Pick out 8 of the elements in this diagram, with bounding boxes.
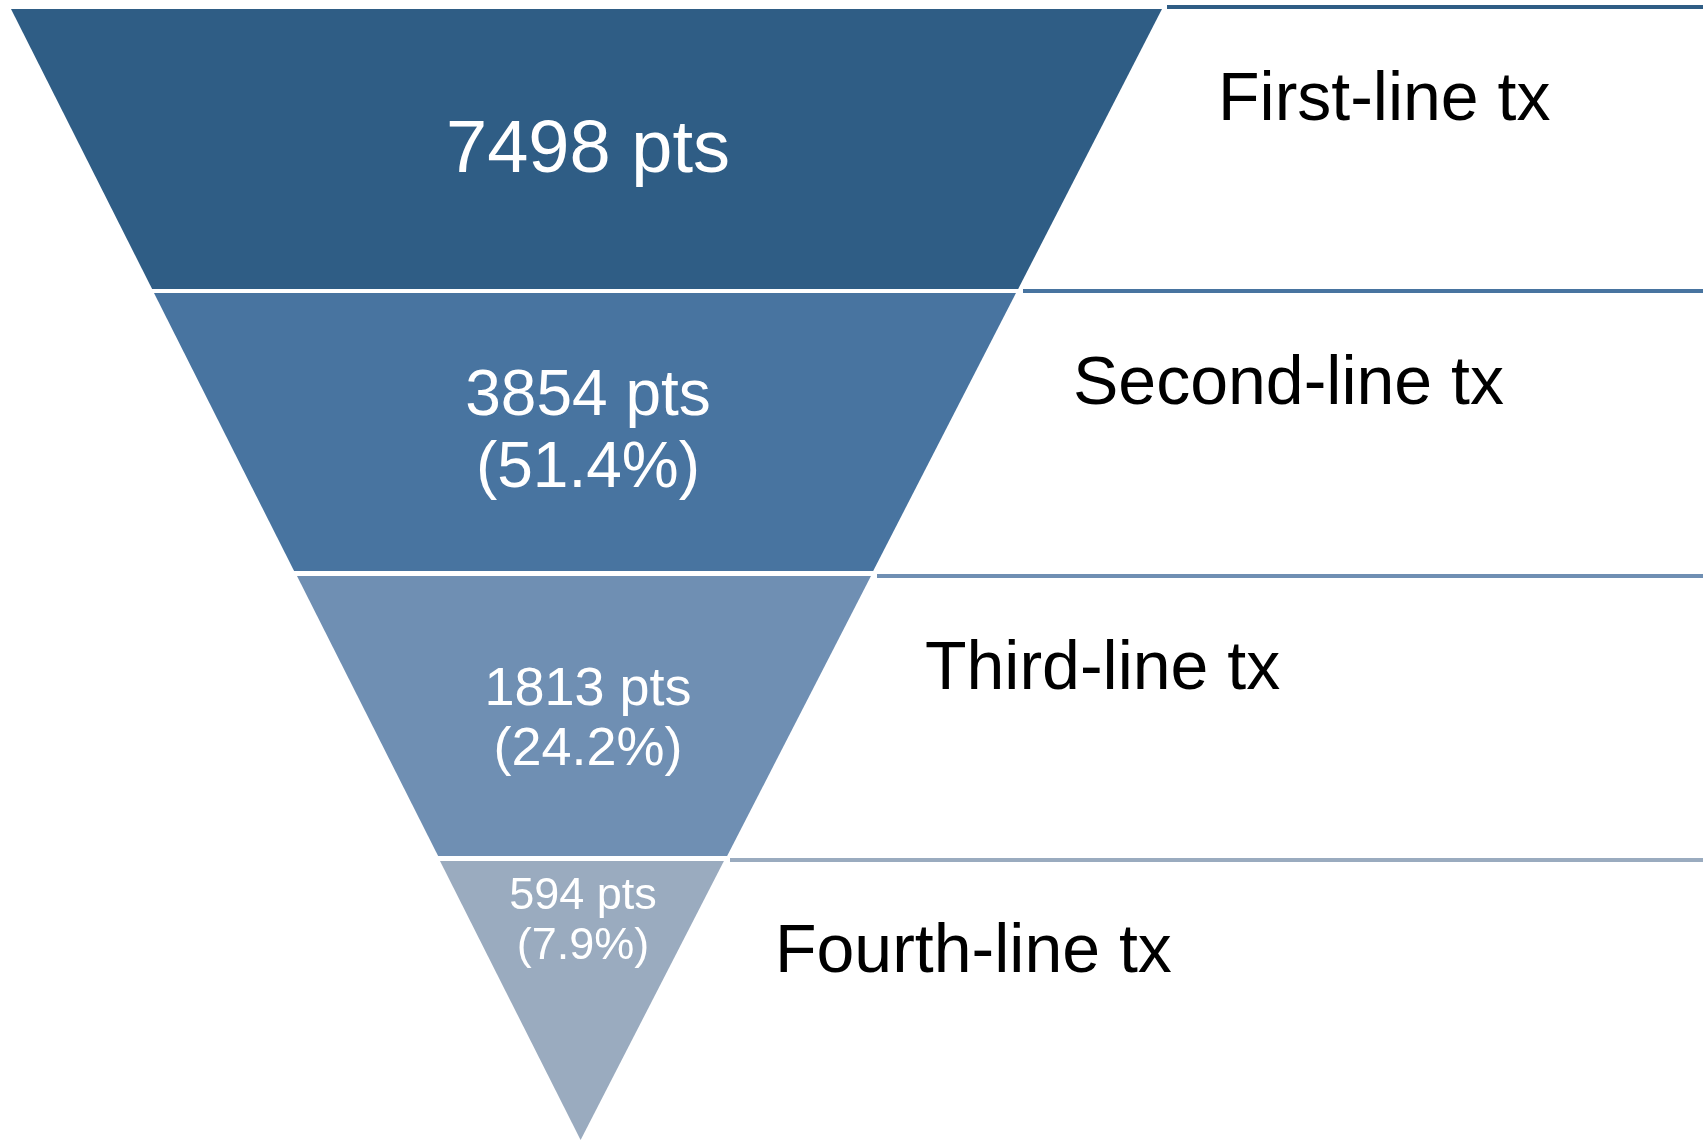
row-label: Second-line tx	[1073, 341, 1504, 419]
row-label: First-line tx	[1218, 57, 1551, 135]
row-label: Fourth-line tx	[775, 909, 1172, 987]
value-label: 594 pts (7.9%)	[508, 868, 658, 970]
value-label: 3854 pts (51.4%)	[464, 358, 712, 502]
value-label: 1813 pts (24.2%)	[483, 655, 693, 777]
value-label: 7498 pts	[445, 105, 731, 189]
row-label: Third-line tx	[925, 626, 1281, 704]
